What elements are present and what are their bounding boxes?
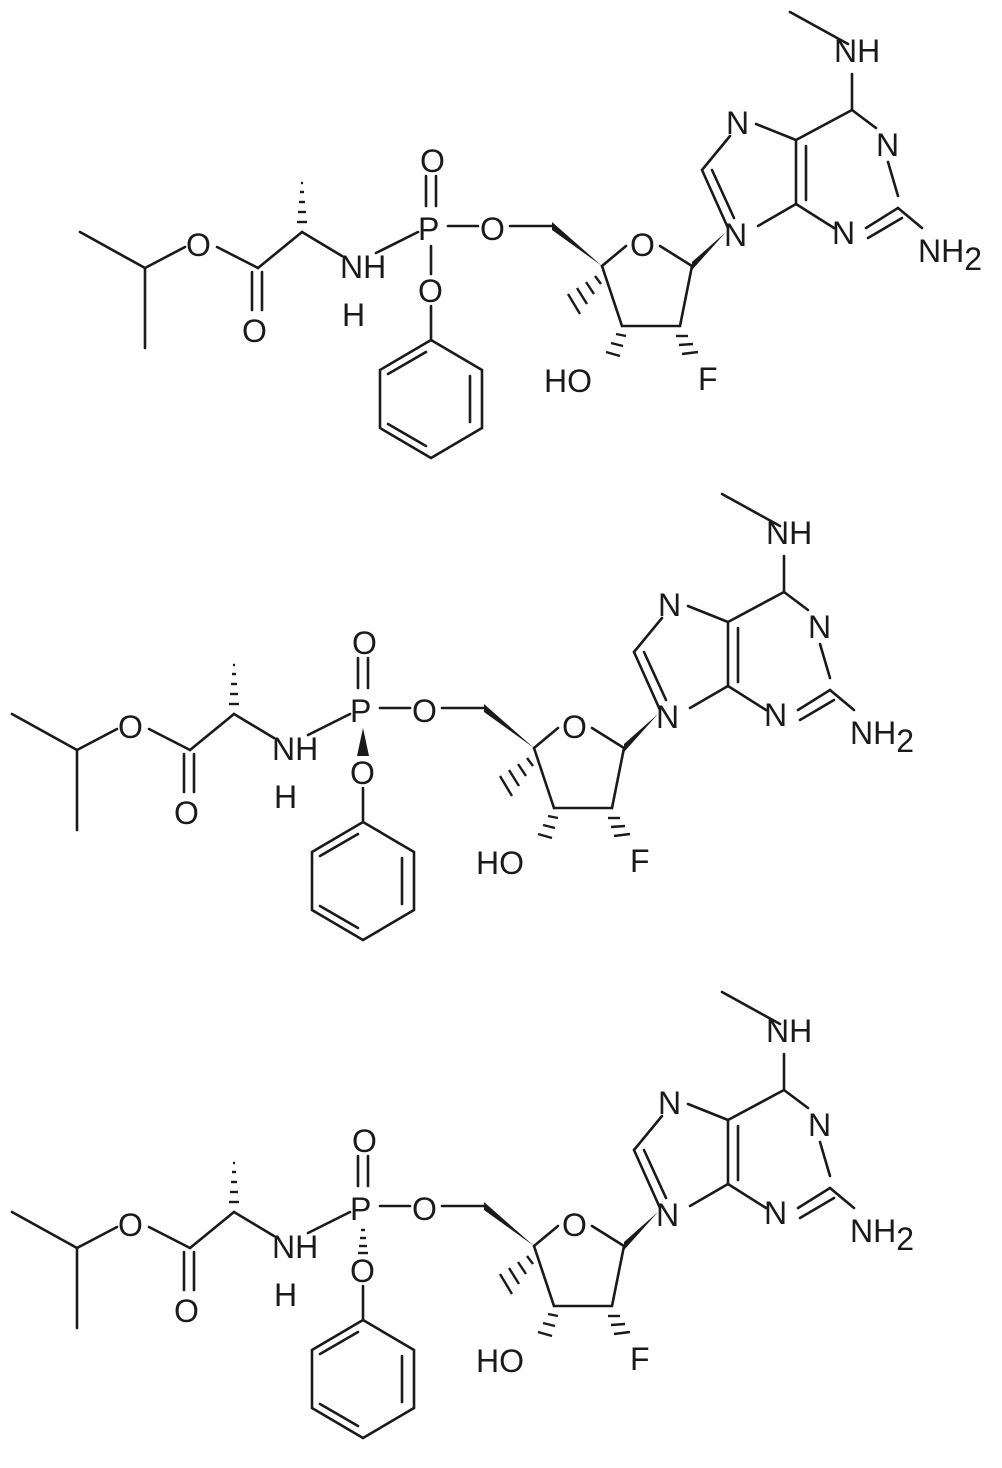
hashed-bond [568,276,601,314]
atom-n7: N [658,1085,681,1121]
atom-hydroxyl: HO [476,845,524,881]
hashed-bond [358,1230,368,1253]
atom-fluorine: F [630,1341,650,1377]
atom-fluorine: F [630,843,650,879]
atom-oxo-oxygen: O [352,1123,377,1159]
atom-link-oxygen: O [480,211,505,247]
atom-nh-methylamino: NH [834,33,880,69]
atom-hydroxyl: HO [476,1343,524,1379]
atom-phenoxy-oxygen: O [350,755,375,791]
atom-n3: N [832,215,855,251]
atom-oxo-oxygen: O [420,143,445,179]
hashed-bond [229,1163,239,1202]
atom-nh2-amino: NH2 [850,1213,914,1257]
atom-nh-methylamino: NH [766,1013,812,1049]
atom-phenoxy-oxygen: O [350,1253,375,1289]
atom-n7: N [726,105,749,141]
hashed-bond [676,336,698,354]
hashed-bond [297,183,307,222]
hashed-bond [538,816,558,838]
atom-ring-oxygen: O [562,1207,587,1243]
atom-oxo-oxygen: O [352,625,377,661]
atom-phosphorus: P [350,693,371,729]
atom-ring-oxygen: O [630,227,655,263]
atom-phosphoramide-h: H [274,1277,297,1313]
atom-carbonyl-oxygen: O [174,795,199,831]
hashed-bond [229,665,239,704]
atom-nh2-amino: NH2 [918,233,982,277]
atom-carbonyl-oxygen: O [174,1293,199,1329]
atom-n7: N [658,587,681,623]
atom-fluorine: F [698,361,718,397]
atom-n9: N [656,1197,679,1233]
atom-phenoxy-oxygen: O [418,273,443,309]
hashed-bond [608,1316,630,1334]
atom-phosphorus: P [350,1191,371,1227]
structure-1: NH N N N N NH2 P O O O O O NH H O HO F [80,12,982,458]
hashed-bond [500,758,533,796]
atom-n1: N [876,127,899,163]
atom-phosphoramide-nh: NH [340,249,386,285]
atom-phosphoramide-nh: NH [272,1229,318,1265]
hashed-bond [500,1256,533,1294]
atom-ester-oxygen: O [118,709,143,745]
atom-nh-methylamino: NH [766,515,812,551]
atom-ester-oxygen: O [118,1207,143,1243]
atom-hydroxyl: HO [544,363,592,399]
atom-n9: N [724,217,747,253]
atom-ring-oxygen: O [562,709,587,745]
atom-phosphoramide-h: H [274,779,297,815]
hashed-bond [608,818,630,836]
atom-phosphorus: P [418,211,439,247]
atom-n3: N [764,697,787,733]
atom-n9: N [656,699,679,735]
atom-link-oxygen: O [412,693,437,729]
atom-n1: N [808,609,831,645]
atom-n1: N [808,1107,831,1143]
atom-phosphoramide-h: H [342,297,365,333]
atom-carbonyl-oxygen: O [242,313,267,349]
atom-nh2-amino: NH2 [850,715,914,759]
hashed-bond [538,1314,558,1336]
atom-phosphoramide-nh: NH [272,731,318,767]
structure-3: NH N N N N NH2 P O O O O O NH H O HO F [12,992,914,1438]
atom-link-oxygen: O [412,1191,437,1227]
hashed-bond [606,334,626,356]
structure-2: NH N N N N NH2 P O O O O O NH H O HO F [12,494,914,940]
atom-n3: N [764,1195,787,1231]
atom-ester-oxygen: O [186,227,211,263]
